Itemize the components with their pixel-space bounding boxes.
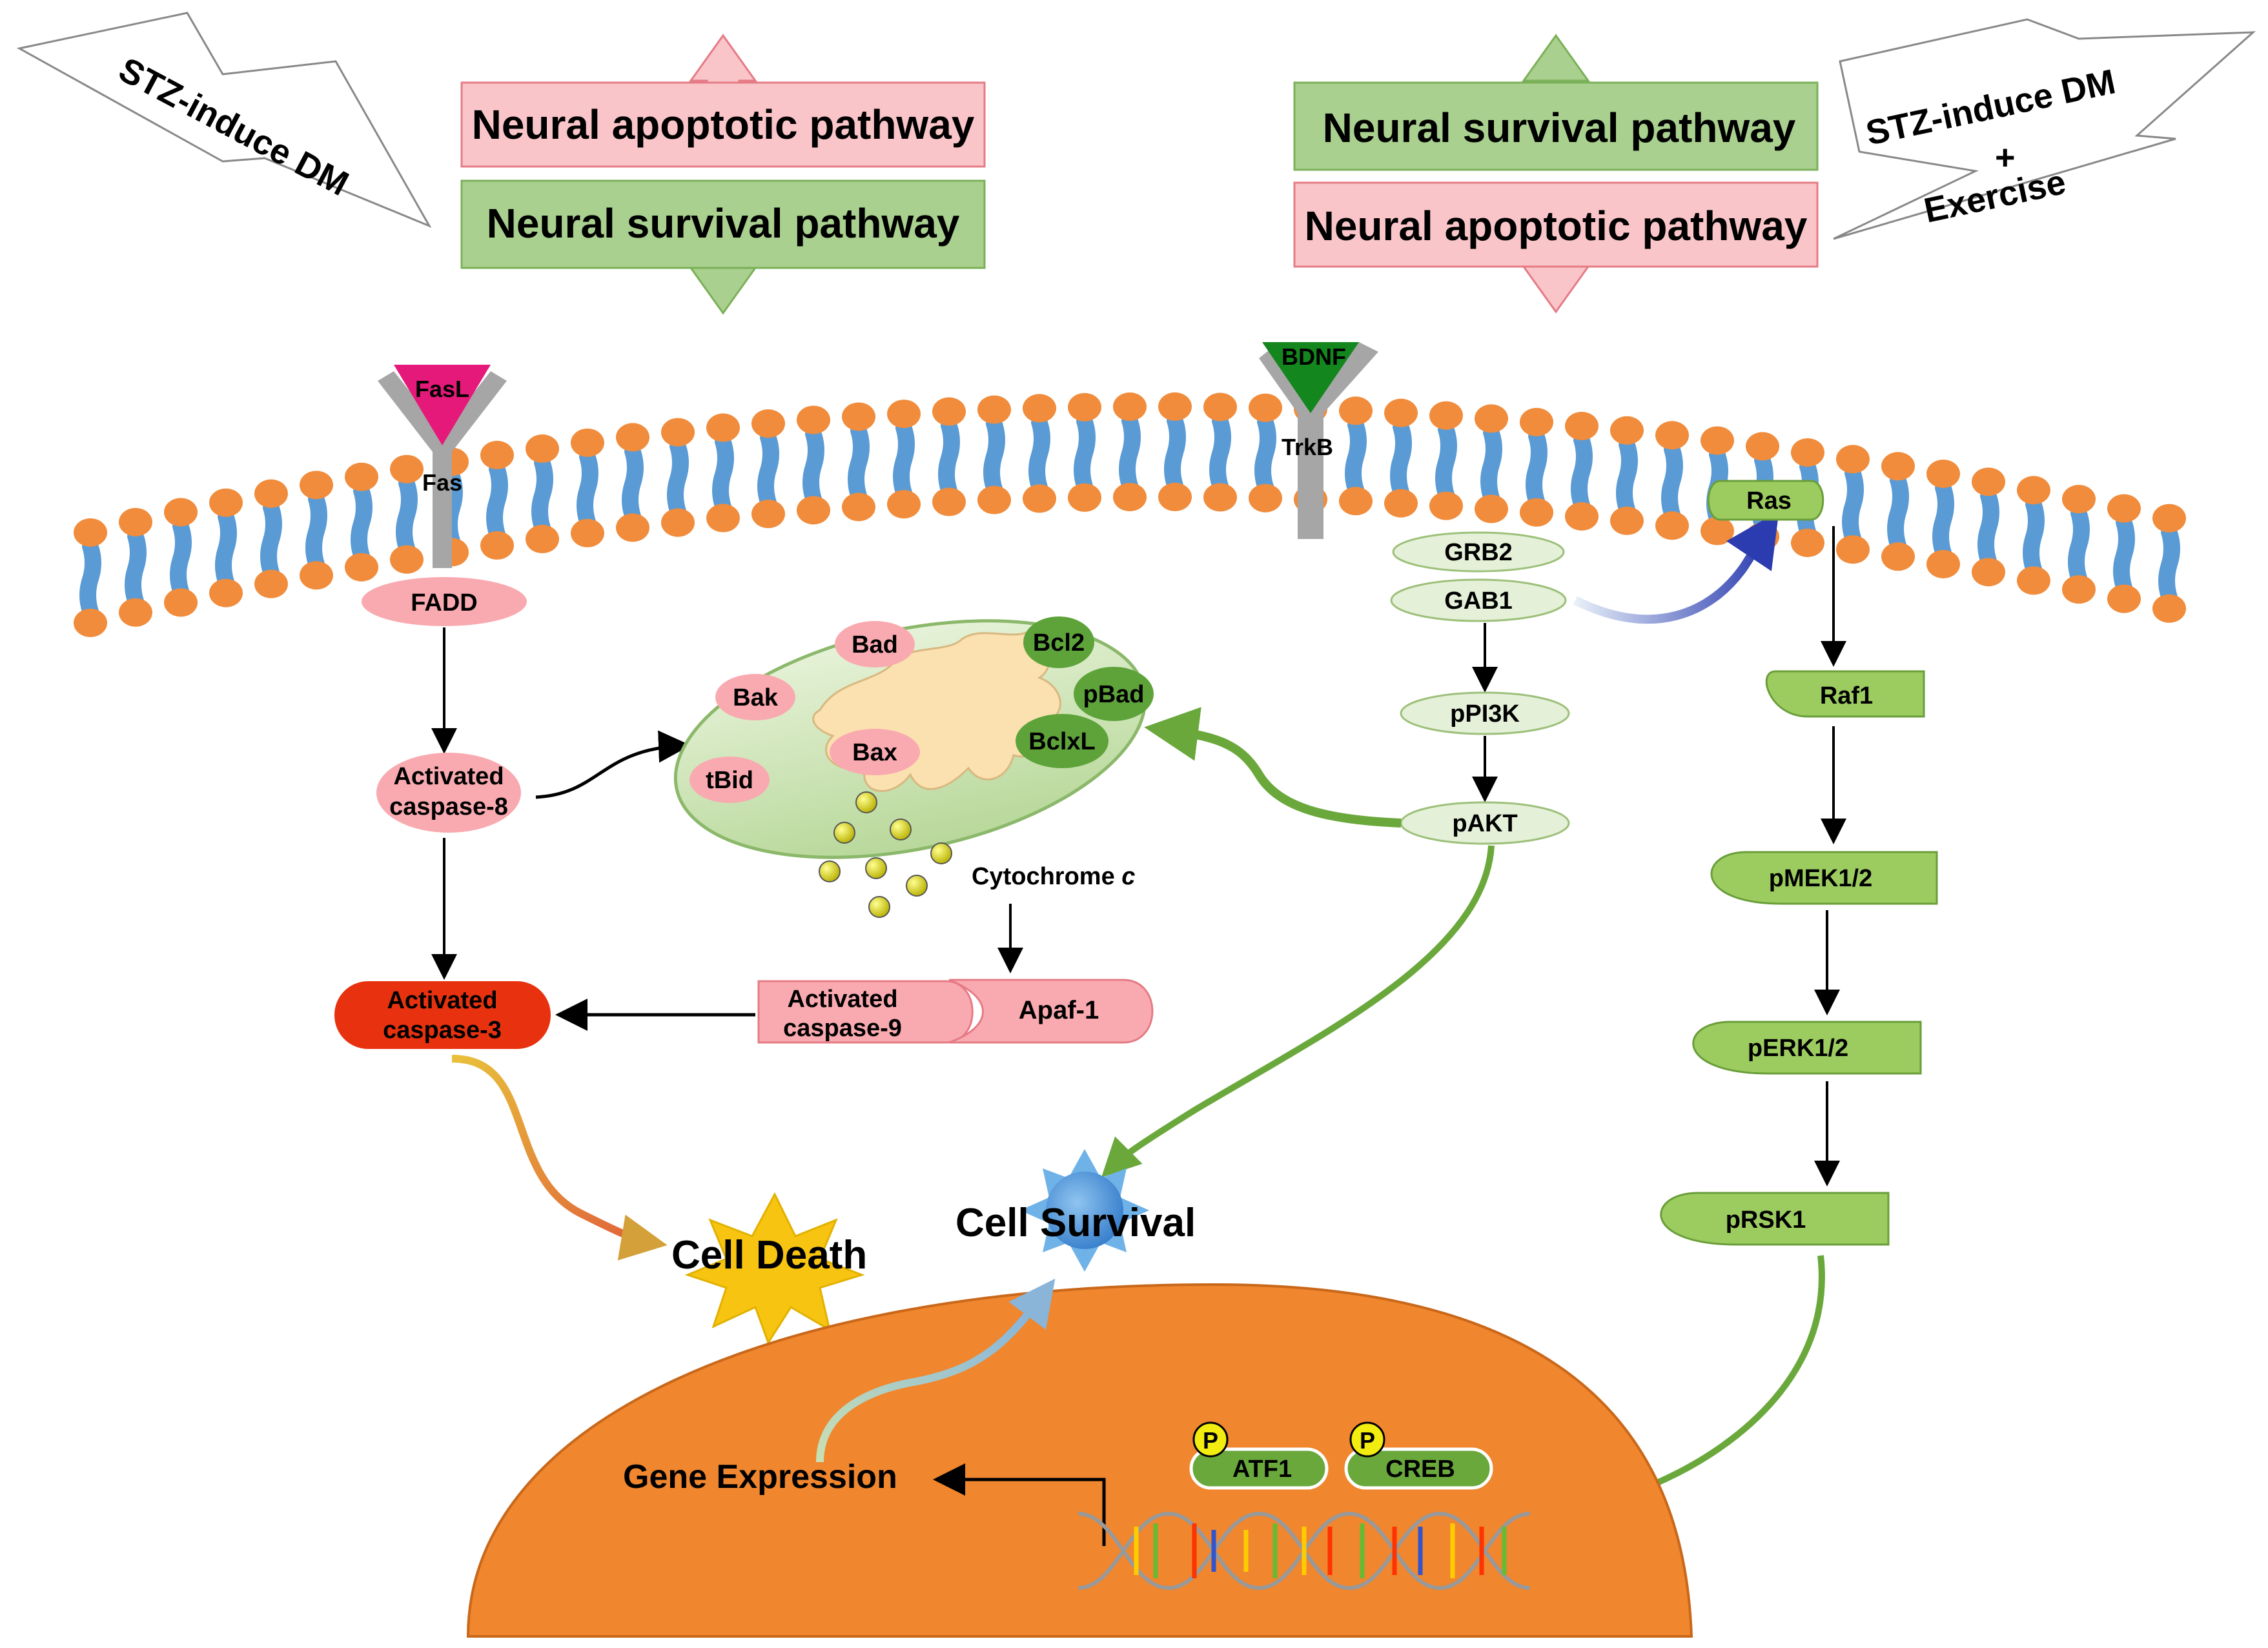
atf1-label: ATF1 — [1232, 1456, 1292, 1483]
right-pathway-boxes: Neural survival pathway Neural apoptotic… — [1293, 34, 1819, 314]
right-box-top-label: Neural survival pathway — [1323, 105, 1796, 151]
atf1-p-label: P — [1203, 1427, 1218, 1454]
ppi3k-node — [1400, 691, 1570, 735]
caspase-3-line1: Activated — [387, 987, 497, 1014]
caspase-8-line2: caspase-8 — [389, 793, 508, 820]
creb-phospho — [1349, 1421, 1385, 1458]
apaf-1-node — [948, 979, 1154, 1044]
bcl2-label: Bcl2 — [1033, 629, 1085, 656]
caspase-3-node — [334, 981, 551, 1049]
fasl-ligand — [394, 365, 491, 445]
fadd-node — [362, 577, 527, 626]
pmek-node — [1710, 851, 1938, 905]
raf1-node — [1765, 670, 1925, 718]
bax-label: Bax — [852, 739, 897, 766]
gene-expression-label: Gene Expression — [623, 1458, 897, 1496]
left-box-top-label: Neural apoptotic pathway — [472, 101, 975, 148]
fasl-label: FasL — [415, 376, 469, 402]
trigger-right: STZ-induce DM + Exercise — [1833, 18, 2256, 240]
fas-label: Fas — [422, 469, 462, 496]
bclxl-label: BclxL — [1028, 728, 1095, 755]
pmek-label: pMEK1/2 — [1769, 865, 1872, 892]
grb2-node — [1392, 531, 1565, 573]
caspase-9-line1: Activated — [787, 986, 897, 1013]
bdnf-label: BDNF — [1282, 343, 1346, 370]
cell-death-label: Cell Death — [671, 1233, 867, 1277]
cell-survival-label: Cell Survival — [955, 1201, 1196, 1245]
trkb-label: TrkB — [1282, 434, 1333, 460]
caspase-9-line2: caspase-9 — [783, 1015, 902, 1042]
left-box-bottom-label: Neural survival pathway — [487, 200, 960, 247]
nucleus — [466, 1283, 1693, 1638]
gab1-node — [1390, 578, 1567, 622]
fas-receptor: FasL Fas — [378, 365, 507, 568]
raf1-label: Raf1 — [1820, 682, 1873, 709]
ras-label: Ras — [1746, 487, 1792, 514]
ppi3k-label: pPI3K — [1450, 700, 1520, 727]
perk-node — [1692, 1021, 1922, 1075]
creb-label: CREB — [1385, 1456, 1455, 1483]
fadd-label: FADD — [411, 589, 477, 616]
grb2-label: GRB2 — [1444, 539, 1513, 566]
creb-p-label: P — [1360, 1427, 1375, 1454]
caspase-3-line2: caspase-3 — [383, 1017, 502, 1044]
prsk1-label: pRSK1 — [1726, 1206, 1806, 1234]
ras-node — [1707, 480, 1824, 521]
creb-node — [1344, 1447, 1493, 1490]
cell-survival-star — [1020, 1149, 1149, 1272]
dna-helix — [1078, 1511, 1531, 1591]
apaf-1-label: Apaf-1 — [1019, 996, 1099, 1024]
trigger-right-line2: + — [1995, 138, 2016, 177]
pbad-label: pBad — [1083, 681, 1145, 708]
caspase-8-node — [376, 753, 521, 833]
atf1-node — [1189, 1447, 1329, 1490]
trkb-receptor: BDNF TrkB — [1259, 342, 1378, 539]
trigger-left: STZ-induce DM — [16, 12, 432, 229]
prsk1-node — [1660, 1192, 1890, 1246]
caspase-8-line1: Activated — [393, 763, 504, 790]
right-box-bottom-label: Neural apoptotic pathway — [1305, 203, 1808, 249]
cytochrome-c-molecules — [819, 791, 952, 918]
tbid-label: tBid — [706, 767, 753, 794]
pakt-label: pAKT — [1452, 810, 1517, 837]
bak-label: Bak — [733, 684, 779, 711]
gab1-label: GAB1 — [1444, 587, 1513, 615]
perk-label: pERK1/2 — [1748, 1035, 1848, 1062]
cytochrome-label: Cytochrome c — [972, 863, 1135, 890]
bdnf-ligand — [1262, 342, 1359, 413]
atf1-phospho — [1192, 1421, 1229, 1458]
left-pathway-boxes: Neural apoptotic pathway Neural survival… — [460, 34, 986, 315]
bad-label: Bad — [852, 631, 898, 658]
